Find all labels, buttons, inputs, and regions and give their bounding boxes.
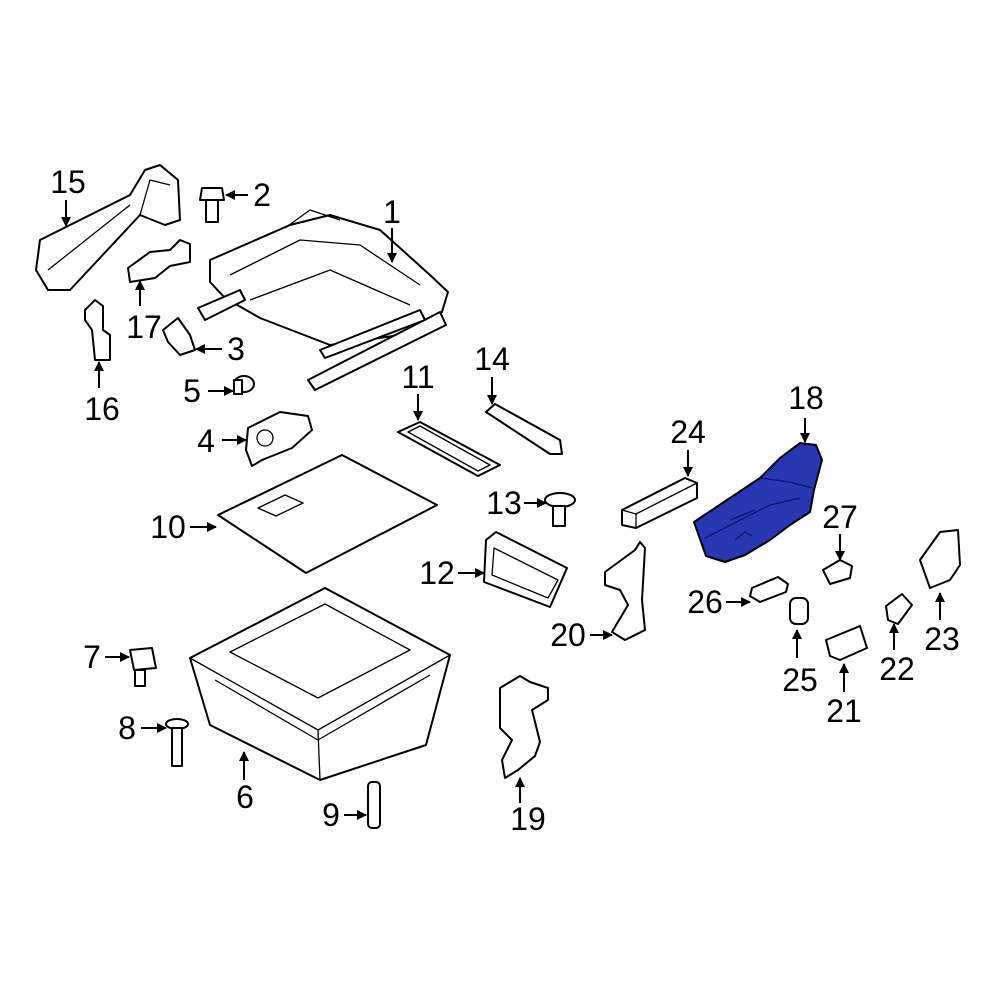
part-1-seat-frame[interactable] [197, 209, 449, 391]
callout-8[interactable]: 8 [118, 710, 136, 746]
part-12-tray[interactable] [483, 531, 568, 608]
part-18-side-trim[interactable] [693, 442, 823, 563]
callout-6[interactable]: 6 [236, 779, 254, 815]
callout-16[interactable]: 16 [84, 391, 120, 427]
part-3-clip[interactable] [162, 317, 196, 356]
part-27-knob[interactable] [822, 559, 853, 585]
callout-25[interactable]: 25 [782, 662, 818, 698]
callout-1[interactable]: 1 [383, 194, 401, 230]
callout-10[interactable]: 10 [150, 509, 186, 545]
part-21-switch[interactable] [825, 625, 868, 661]
part-7-bushing[interactable] [129, 647, 157, 687]
callout-20[interactable]: 20 [550, 617, 586, 653]
callout-4[interactable]: 4 [197, 423, 215, 459]
part-23-end-cap[interactable] [919, 529, 961, 589]
part-25-button[interactable] [789, 597, 809, 625]
callout-3[interactable]: 3 [227, 331, 245, 367]
part-15-side-shield[interactable] [35, 164, 181, 291]
callout-15[interactable]: 15 [50, 164, 86, 200]
part-9-stud[interactable] [367, 781, 381, 829]
callout-18[interactable]: 18 [788, 380, 824, 416]
callout-11[interactable]: 11 [401, 359, 434, 395]
part-17-bracket[interactable] [127, 239, 191, 283]
part-26-button[interactable] [749, 576, 789, 603]
part-8-bolt[interactable] [165, 718, 189, 767]
part-13-push-pin[interactable] [544, 492, 576, 527]
callout-27[interactable]: 27 [822, 499, 858, 535]
part-10-mat[interactable] [217, 454, 438, 574]
part-4-motor[interactable] [245, 411, 313, 467]
callout-19[interactable]: 19 [510, 801, 546, 837]
callout-21[interactable]: 21 [826, 693, 862, 729]
part-6-seat-base[interactable] [189, 587, 451, 781]
callout-5[interactable]: 5 [183, 373, 201, 409]
part-24-module[interactable] [621, 477, 698, 529]
callout-labels: 1 2 3 4 5 6 7 8 9 10 11 12 13 14 15 16 1… [50, 164, 960, 837]
leader-lines [61, 190, 945, 820]
part-19-bracket[interactable] [499, 675, 549, 779]
callout-17[interactable]: 17 [126, 309, 162, 345]
part-5-screw[interactable] [233, 375, 255, 395]
part-14-rail[interactable] [485, 403, 563, 455]
callout-26[interactable]: 26 [687, 584, 723, 620]
callout-14[interactable]: 14 [474, 341, 510, 377]
callout-22[interactable]: 22 [879, 651, 915, 687]
callout-2[interactable]: 2 [253, 177, 271, 213]
part-16-bracket[interactable] [84, 299, 111, 361]
callout-24[interactable]: 24 [670, 414, 706, 450]
part-20-bracket[interactable] [604, 541, 646, 641]
part-22-clip[interactable] [885, 593, 913, 625]
callout-9[interactable]: 9 [322, 797, 340, 833]
callout-23[interactable]: 23 [924, 621, 960, 657]
callout-7[interactable]: 7 [83, 639, 101, 675]
callout-13[interactable]: 13 [486, 485, 522, 521]
part-11-panel[interactable] [397, 421, 501, 477]
part-2-bolt[interactable] [199, 187, 225, 223]
callout-12[interactable]: 12 [419, 555, 455, 591]
